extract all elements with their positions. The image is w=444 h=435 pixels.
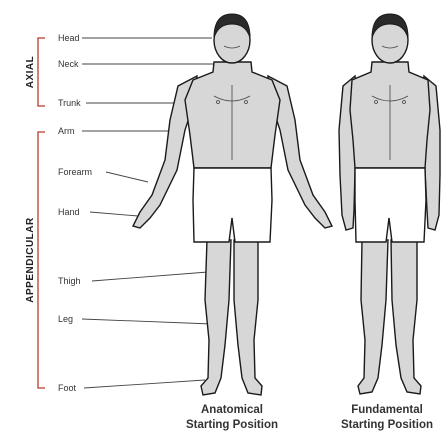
leader-foot [84, 380, 205, 388]
axial-bracket [38, 38, 45, 106]
caption-anatomical-subtitle: Starting Position [186, 419, 278, 431]
fundamental-figure [339, 14, 440, 394]
leader-thigh [92, 272, 208, 281]
label-arm: Arm [58, 126, 75, 136]
label-trunk: Trunk [58, 98, 81, 108]
fundamental-right-leg [391, 240, 421, 394]
appendicular-bracket [38, 132, 45, 388]
caption-fundamental-subtitle: Starting Position [341, 419, 433, 431]
appendicular-group-label: APPENDICULAR [25, 217, 36, 303]
label-foot: Foot [58, 383, 77, 393]
label-head: Head [58, 33, 80, 43]
leader-forearm [106, 172, 148, 182]
leader-leg [82, 319, 212, 324]
caption-fundamental-title: Fundamental [351, 404, 423, 416]
fundamental-left-leg [358, 240, 388, 394]
label-thigh: Thigh [58, 276, 81, 286]
anatomical-shorts [193, 168, 272, 242]
anatomical-right-leg [234, 240, 262, 395]
anatomical-left-leg [201, 240, 231, 395]
label-leg: Leg [58, 314, 73, 324]
label-forearm: Forearm [58, 167, 92, 177]
label-hand: Hand [58, 207, 80, 217]
caption-anatomical-title: Anatomical [201, 404, 263, 416]
leader-hand [90, 212, 138, 216]
anatomical-torso [185, 62, 280, 168]
label-neck: Neck [58, 59, 79, 69]
fundamental-shorts [355, 168, 426, 242]
anatomical-figure [133, 14, 332, 395]
axial-group-label: AXIAL [25, 56, 36, 89]
